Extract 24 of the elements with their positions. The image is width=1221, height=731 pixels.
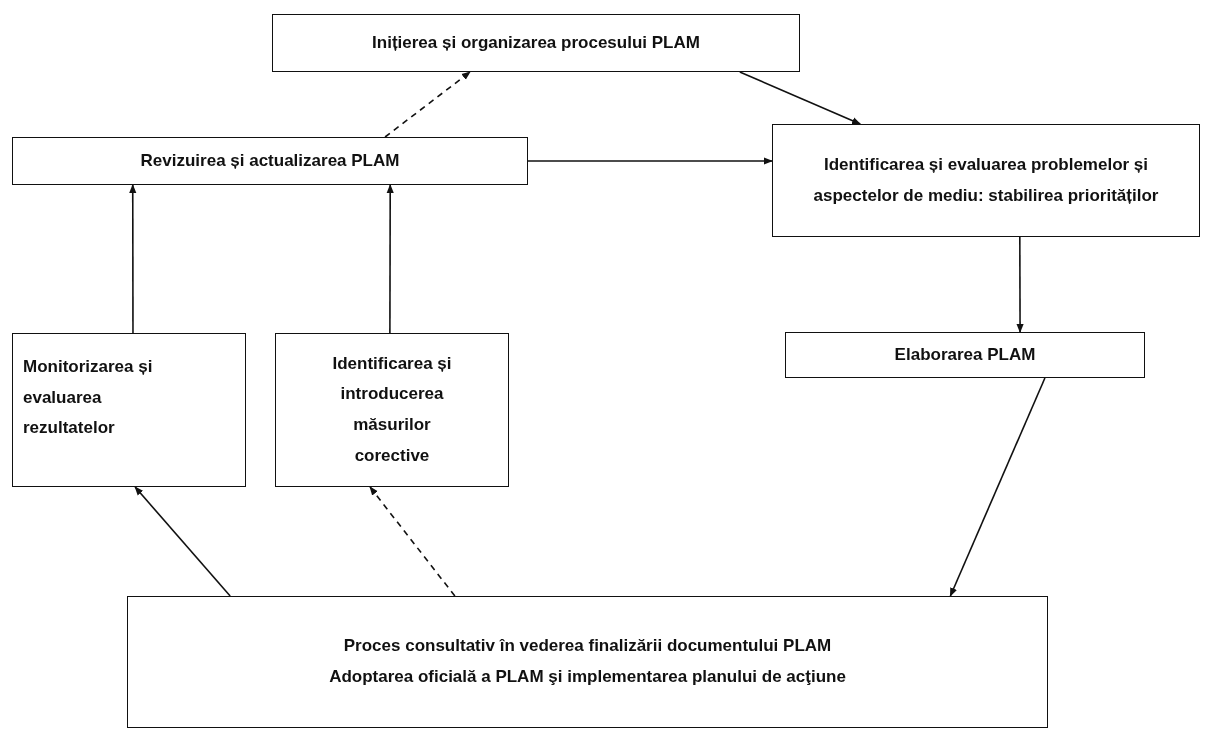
box-text: Elaborarea PLAM [893, 343, 1037, 366]
box-text: Proces consultativ în vederea finalizării documentului PLAM [342, 635, 833, 658]
box-text: Identificarea și evaluarea problemelor și aspectelor de mediu: stabilirea priorităților [812, 153, 1160, 207]
arrow [527, 157, 773, 165]
arrow [1016, 236, 1024, 333]
arrow [949, 377, 1046, 597]
box-text: Identificarea și introducerea măsurilor corective [331, 352, 453, 467]
box-text: Monitorizarea și evaluarea rezultatelor [23, 356, 154, 440]
box-text: Inițierea și organizarea procesului PLAM [371, 31, 701, 54]
box-text: Adoptarea oficială a PLAM şi implementarea planului de acţiune [328, 666, 847, 688]
process-box [127, 596, 1048, 728]
process-box [12, 333, 246, 487]
arrow [129, 184, 137, 334]
arrow [384, 71, 471, 138]
arrow [369, 486, 456, 597]
process-box [12, 137, 528, 185]
arrow [739, 71, 861, 125]
arrow [386, 184, 394, 334]
process-box [272, 14, 800, 72]
process-box [772, 124, 1200, 237]
process-box [785, 332, 1145, 378]
arrow [134, 486, 231, 597]
box-text: Revizuirea și actualizarea PLAM [139, 149, 401, 172]
process-box [275, 333, 509, 487]
